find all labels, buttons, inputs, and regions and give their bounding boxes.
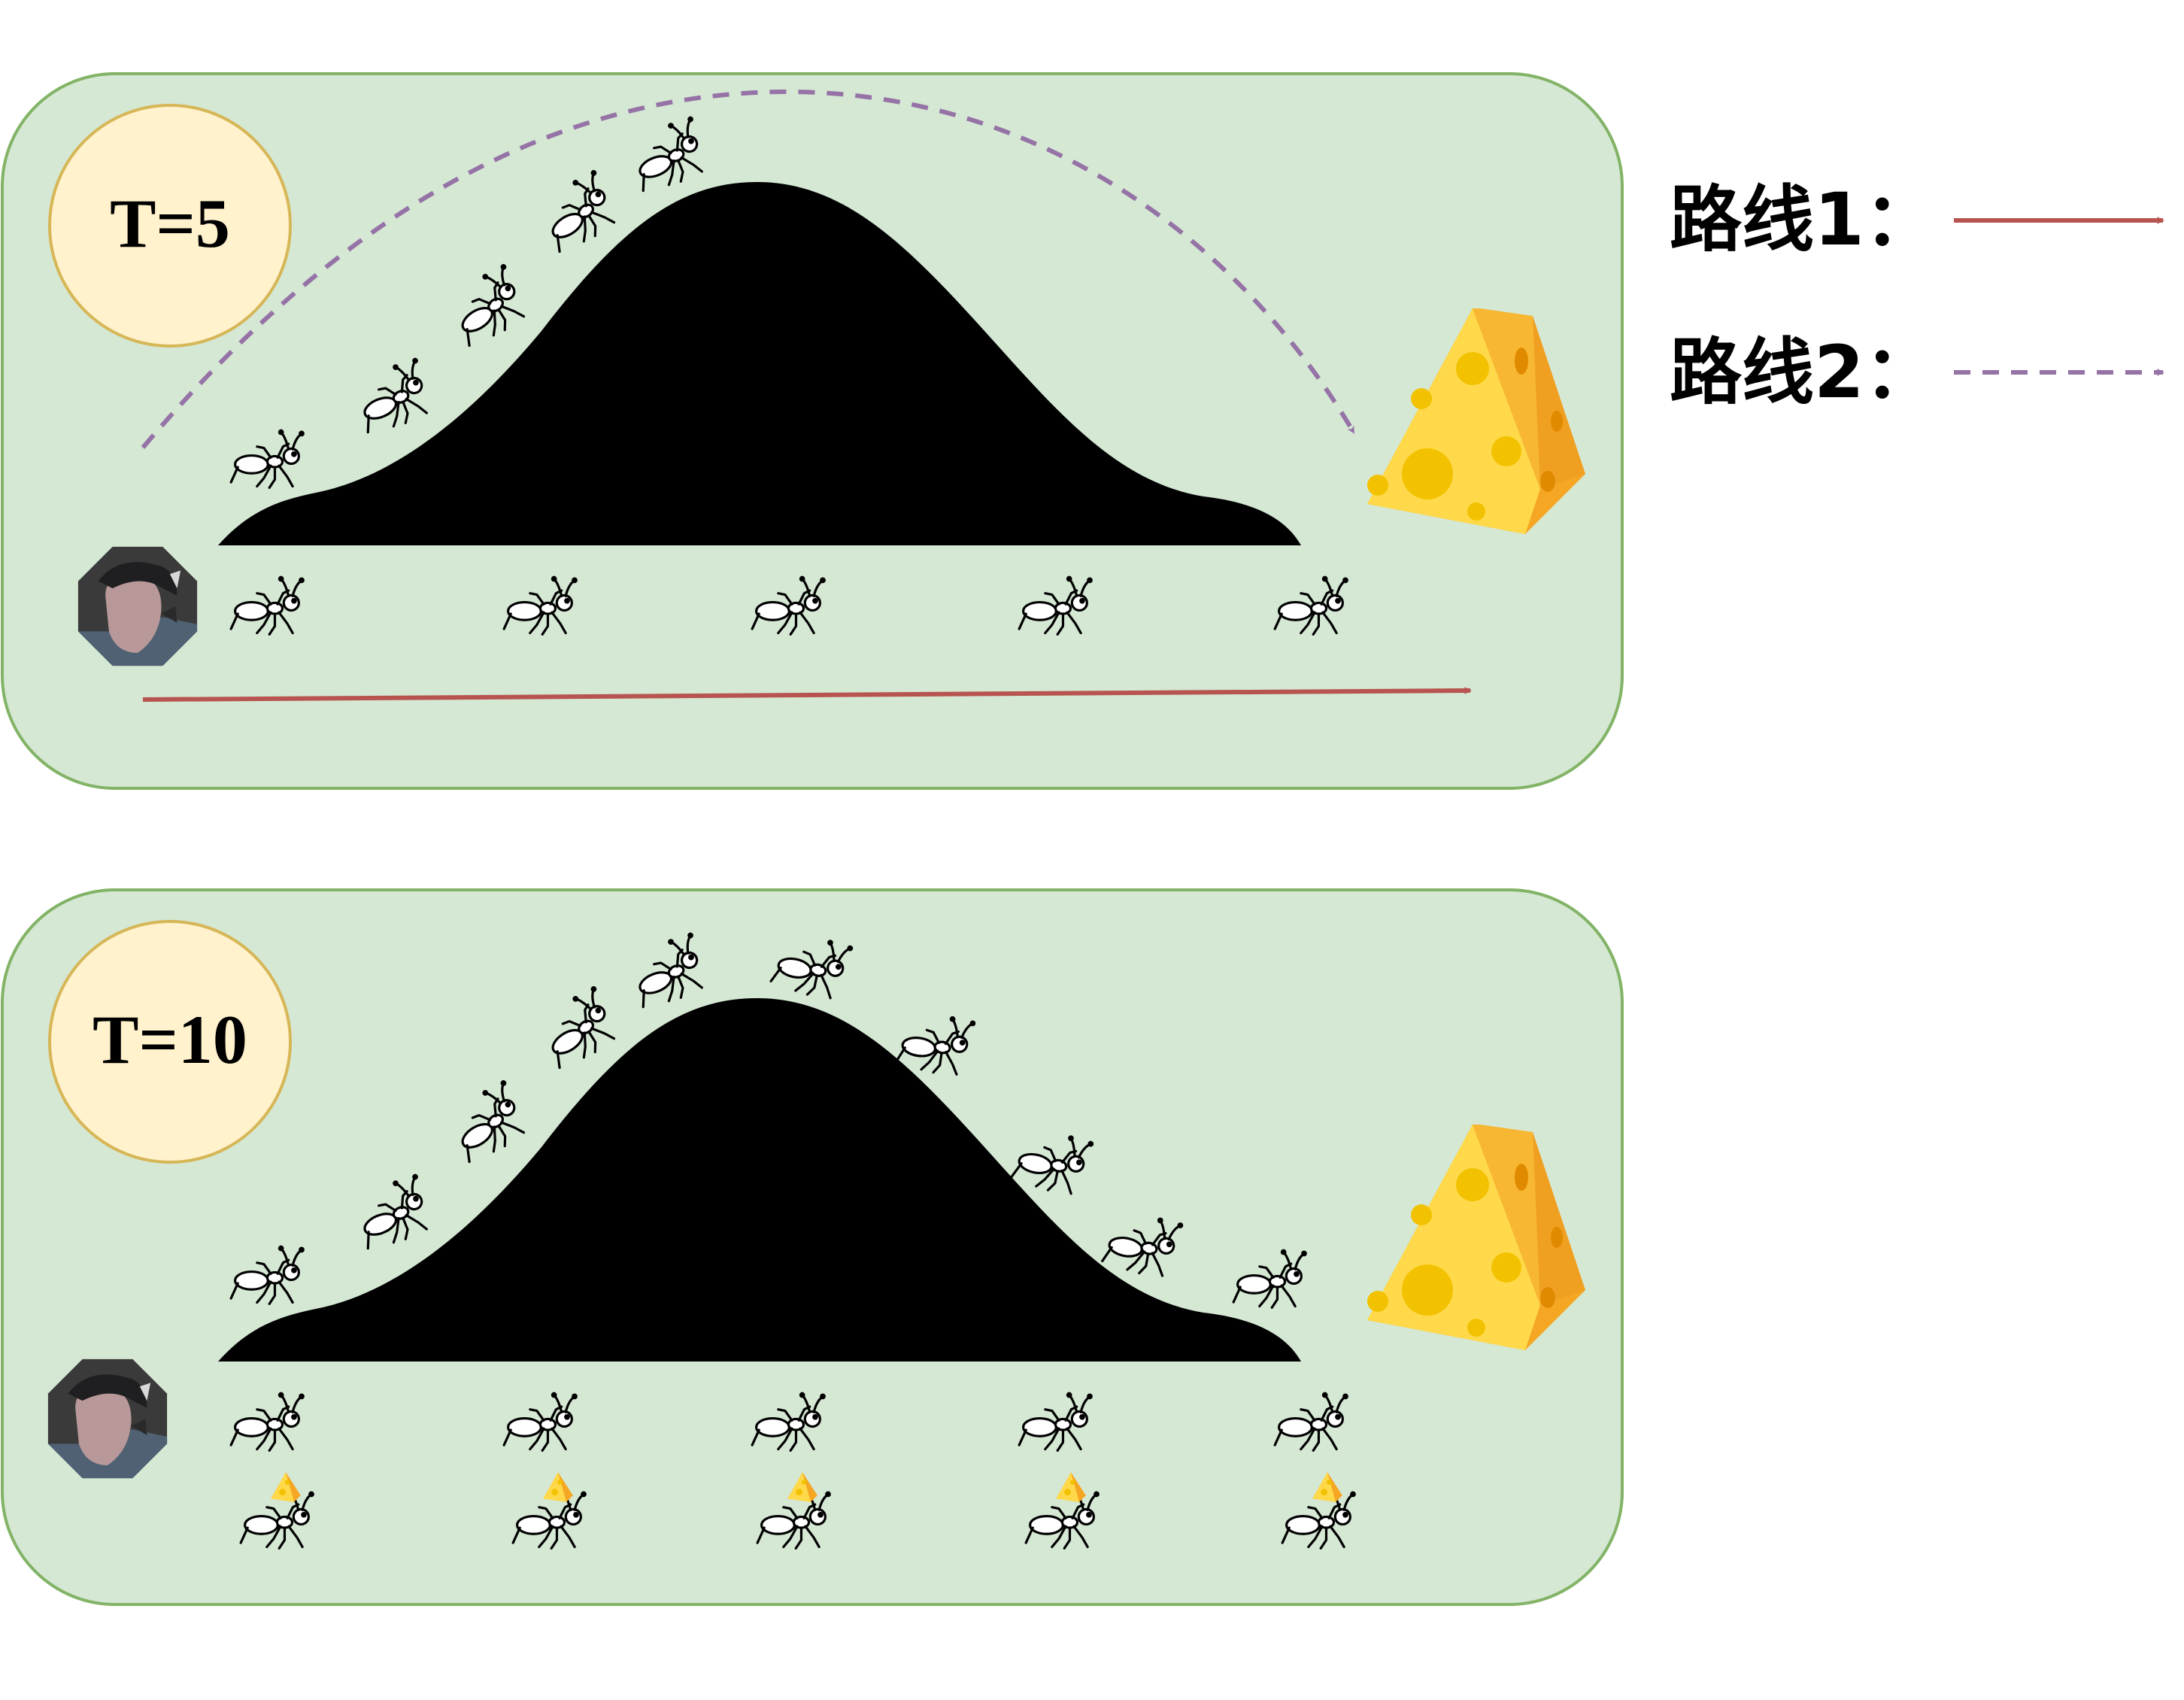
legend-route1-label: 路线1：: [1670, 178, 1937, 262]
time-label: T=10: [93, 1001, 247, 1078]
route2-path: [141, 89, 1356, 449]
route1-path: [142, 687, 1472, 702]
mountain-shape: [218, 181, 1301, 545]
legend: 路线1： 路线2：: [1670, 178, 2164, 414]
legend-route2-label: 路线2：: [1670, 330, 1937, 414]
avatar-icon: [47, 1358, 168, 1479]
time-label: T=5: [110, 185, 230, 262]
mountain-shape: [218, 997, 1301, 1362]
panel-t5: T=5: [1, 72, 1624, 790]
avatar-icon: [77, 546, 198, 666]
time-label-circle: [48, 920, 292, 1164]
time-label-circle: [48, 104, 292, 348]
panel-t10: T=10: [1, 888, 1624, 1606]
